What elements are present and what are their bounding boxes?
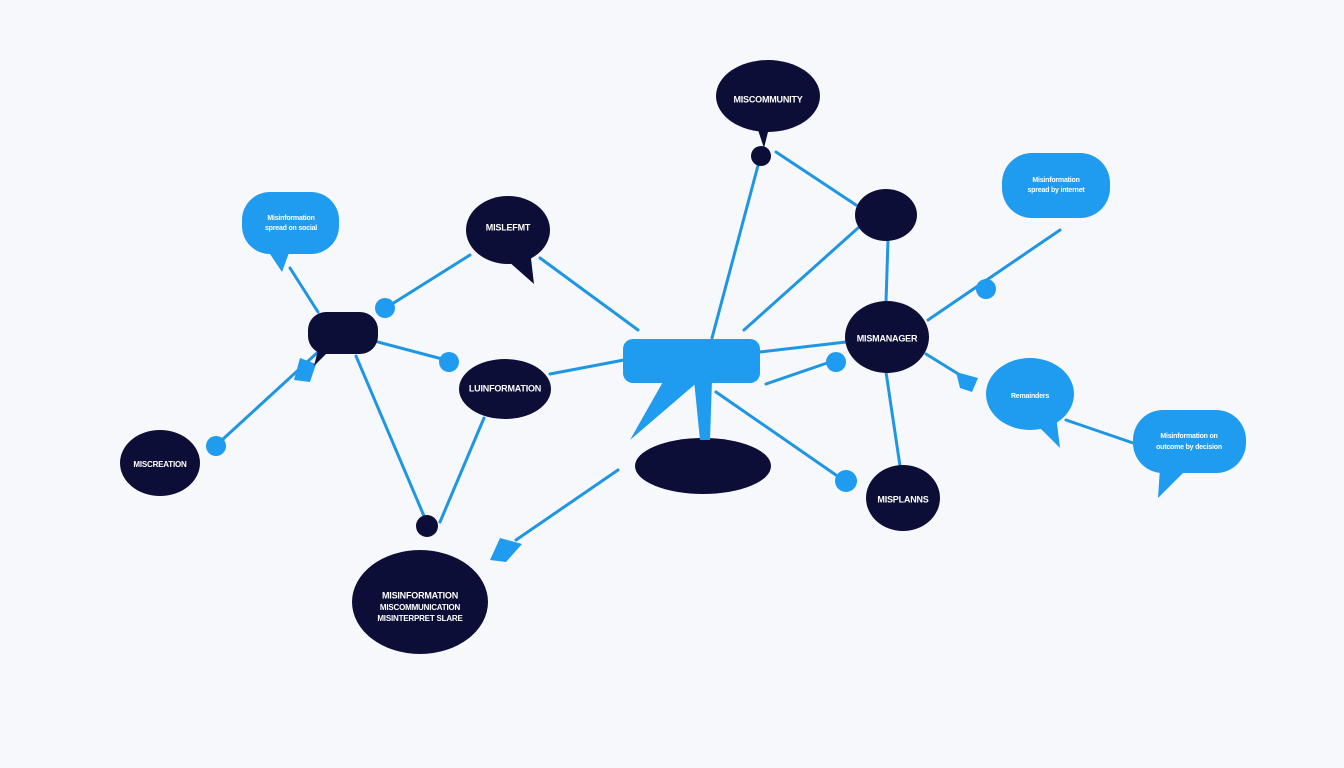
joint-dot (976, 279, 996, 299)
label-bottom-left-line3: MISINTERPRET SLARE (377, 614, 463, 623)
label-center-left: LUINFORMATION (469, 383, 541, 393)
label-top-center: MISCOMMUNITY (733, 94, 802, 104)
label-right-center: MISMANAGER (857, 333, 918, 343)
label-blue-top-left-line1: Misinformation (267, 215, 314, 222)
link-blue-top-left-to-left-hub (288, 266, 320, 314)
label-blue-top-left-line2: spread on social (265, 225, 317, 232)
link-center-left-to-bottom-left (438, 416, 486, 524)
label-blue-far-right-line1: Misinformation on (1160, 433, 1217, 440)
bubble-center-left: LUINFORMATION (459, 359, 551, 419)
link-right-center-to-blue-top-right (926, 228, 1062, 322)
bubble-upper-left-middle: MISLEFMT (466, 196, 550, 284)
joint-dot (416, 515, 438, 537)
link-mislefmt-to-hub (538, 256, 640, 332)
label-lower-right: MISPLANNS (877, 494, 928, 504)
link-hub-to-right-dot (764, 360, 832, 386)
joints (206, 146, 996, 562)
pointer-marker (294, 358, 316, 382)
bubble-central-hub (623, 339, 760, 440)
link-blue-right-middle-to-blue-far-right (1064, 418, 1138, 446)
bubble-blue-right-middle: Remainders (986, 358, 1074, 448)
joint-dot (826, 352, 846, 372)
joint-dot (835, 470, 857, 492)
bubble-upper-right-small (855, 189, 917, 241)
bubble-blue-top-right: Misinformation spread by internet (1002, 153, 1110, 218)
label-blue-top-right-line2: spread by internet (1027, 187, 1085, 194)
label-bottom-left-line2: MISCOMMUNICATION (380, 603, 461, 612)
bubble-left-hub (308, 312, 378, 366)
label-upper-left-middle: MISLEFMT (486, 222, 531, 232)
link-upper-right-to-hub (742, 226, 860, 332)
link-left-hub-to-center-left (376, 340, 448, 362)
link-hub-to-right-center (758, 340, 848, 354)
link-mislefmt-to-left-hub (390, 253, 472, 306)
bubble-top-center: MISCOMMUNITY (716, 60, 820, 148)
label-blue-far-right-line2: outcome by decision (1156, 444, 1222, 451)
joint-dot (751, 146, 771, 166)
bubble-lower-right: MISPLANNS (866, 465, 940, 531)
link-left-hub-to-bottom-left (354, 354, 426, 518)
joint-dot (206, 436, 226, 456)
connections (220, 150, 1138, 542)
link-hub-to-lower-right (714, 390, 848, 484)
bubble-blue-top-left: Misinformation spread on social (242, 192, 339, 272)
link-upper-right-to-right-center (884, 238, 890, 304)
bubble-far-left: MISCREATION (120, 430, 200, 496)
label-blue-top-right-line1: Misinformation (1032, 177, 1079, 184)
pointer-marker (956, 372, 978, 392)
label-far-left: MISCREATION (133, 460, 187, 469)
joint-dot (375, 298, 395, 318)
pointer-marker (490, 538, 522, 562)
joint-dot (439, 352, 459, 372)
link-hub-to-lower-left-pointer (514, 468, 620, 542)
link-right-center-to-lower-right (884, 370, 902, 468)
bubble-blue-far-right: Misinformation on outcome by decision (1133, 410, 1246, 498)
label-blue-right-middle: Remainders (1011, 393, 1049, 400)
link-center-left-to-hub (548, 358, 626, 376)
link-top-to-upper-right (774, 150, 858, 207)
bubble-right-center: MISMANAGER (845, 301, 929, 373)
label-bottom-left-line1: MISINFORMATION (382, 590, 458, 600)
bubble-central-lower (635, 438, 771, 494)
bubble-bottom-left: MISINFORMATION MISCOMMUNICATION MISINTER… (352, 550, 488, 654)
link-top-to-hub (710, 156, 762, 340)
